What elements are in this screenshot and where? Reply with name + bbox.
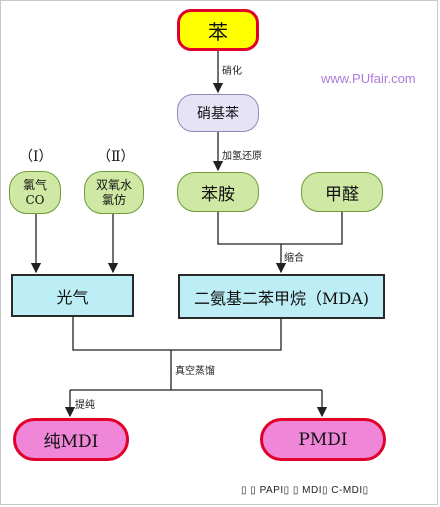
watermark-text: www.PUfair.com — [321, 71, 416, 86]
node-pure-mdi: 纯MDI — [13, 418, 129, 461]
label-purification: 提纯 — [75, 400, 95, 411]
label-condensation: 缩合 — [284, 253, 304, 264]
node-aniline: 苯胺 — [177, 172, 259, 212]
footer-caption: ▯ ▯ PAPI▯ ▯ MDI▯ C-MDI▯ — [241, 485, 369, 496]
node-nitrobenzene: 硝基苯 — [177, 94, 259, 132]
node-mda: 二氨基二苯甲烷（MDA) — [178, 274, 385, 319]
node-formaldehyde: 甲醛 — [301, 172, 383, 212]
node-phosgene: 光气 — [11, 274, 134, 317]
node-benzene: 苯 — [177, 9, 259, 51]
label-nitration: 硝化 — [222, 66, 242, 77]
label-route-1: （Ⅰ） — [19, 149, 53, 165]
node-chlorine-co: 氯气 CO — [9, 171, 61, 214]
node-pmdi: PMDI — [260, 418, 386, 461]
line-phosgene-mda-join — [72, 317, 282, 351]
node-h2o2-chloroform: 双氧水 氯仿 — [84, 171, 144, 214]
line-aniline-formaldehyde-join — [217, 212, 343, 245]
label-hydrogenation: 加氢还原 — [222, 151, 262, 162]
label-vacuum-distillation: 真空蒸馏 — [175, 366, 215, 377]
label-route-2: （Ⅱ） — [97, 149, 135, 165]
